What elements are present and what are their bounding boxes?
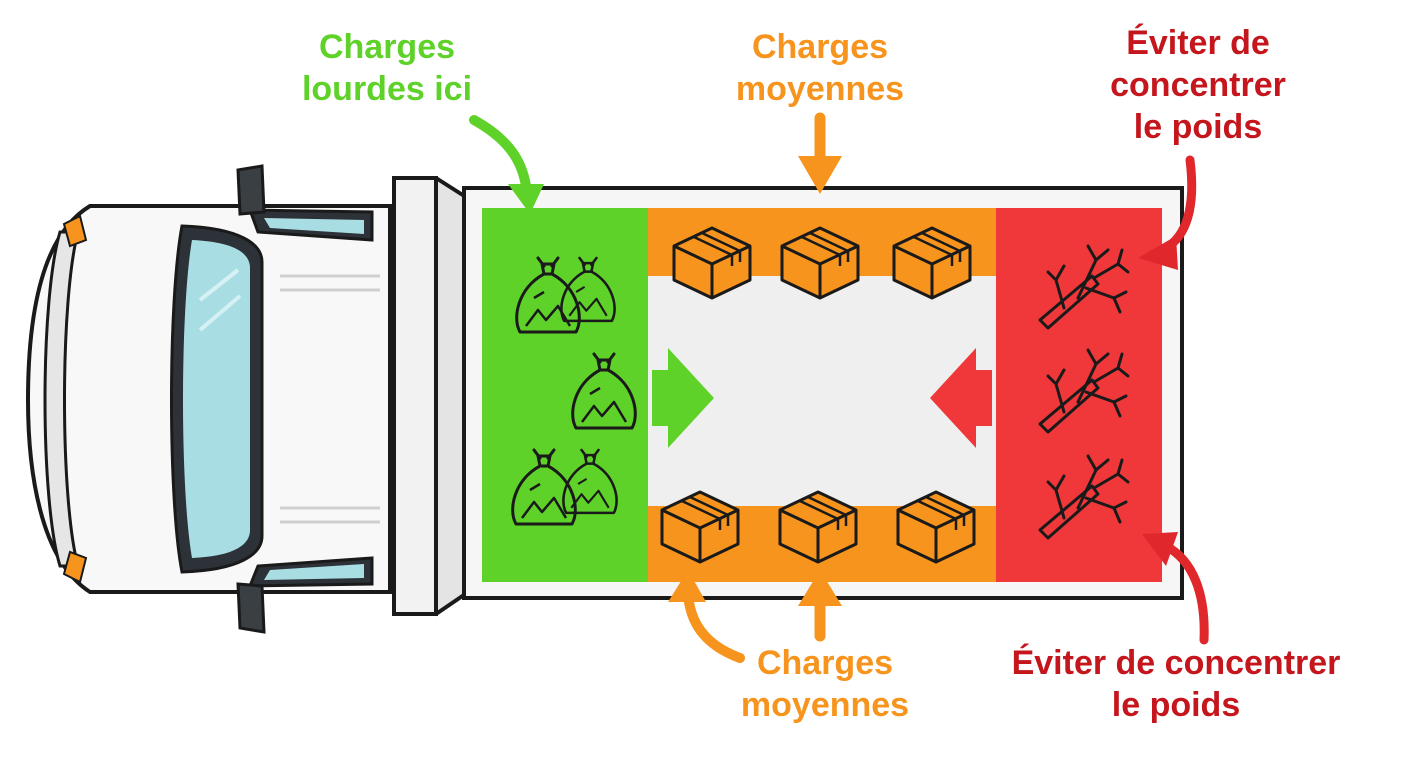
heavy-arrow-icon [469,115,544,214]
avoid-weight-top-label-line2: concentrer [1110,66,1286,104]
avoid-weight-bottom-label-line1: Éviter de concentrer [1011,644,1341,682]
heavy-load-zone [482,208,648,582]
medium-top-arrow-icon [798,112,842,194]
medium-loads-bottom-label-line2: moyennes [740,686,910,724]
medium-loads-bottom-label-line1: Charges [756,644,894,682]
medium-bottom-arrow-left-icon [668,570,745,663]
avoid-load-zone [996,208,1162,582]
heavy-loads-label: Charges lourdes ici [272,26,502,110]
heavy-loads-label-line2: lourdes ici [301,70,473,108]
avoid-top-arrow-icon [1138,155,1197,270]
avoid-weight-top-label-line1: Éviter de [1126,24,1270,62]
avoid-weight-top-label: Éviter de concentrer le poids [1078,22,1318,148]
medium-loads-top-label: Charges moyennes [700,26,940,110]
avoid-weight-top-label-line3: le poids [1133,108,1263,146]
red-arrow-left-icon [930,348,992,448]
medium-loads-top-label-line2: moyennes [735,70,905,108]
medium-bottom-arrow-up-icon [798,570,842,642]
truck-cab [25,164,392,634]
medium-loads-bottom-label: Charges moyennes [710,642,940,726]
avoid-weight-bottom-label: Éviter de concentrer le poids [966,642,1386,726]
avoid-bottom-arrow-icon [1142,532,1209,645]
avoid-weight-bottom-label-line2: le poids [1111,686,1241,724]
green-arrow-right-icon [652,348,714,448]
medium-loads-top-label-line1: Charges [751,28,889,66]
heavy-loads-label-line1: Charges [318,28,456,66]
